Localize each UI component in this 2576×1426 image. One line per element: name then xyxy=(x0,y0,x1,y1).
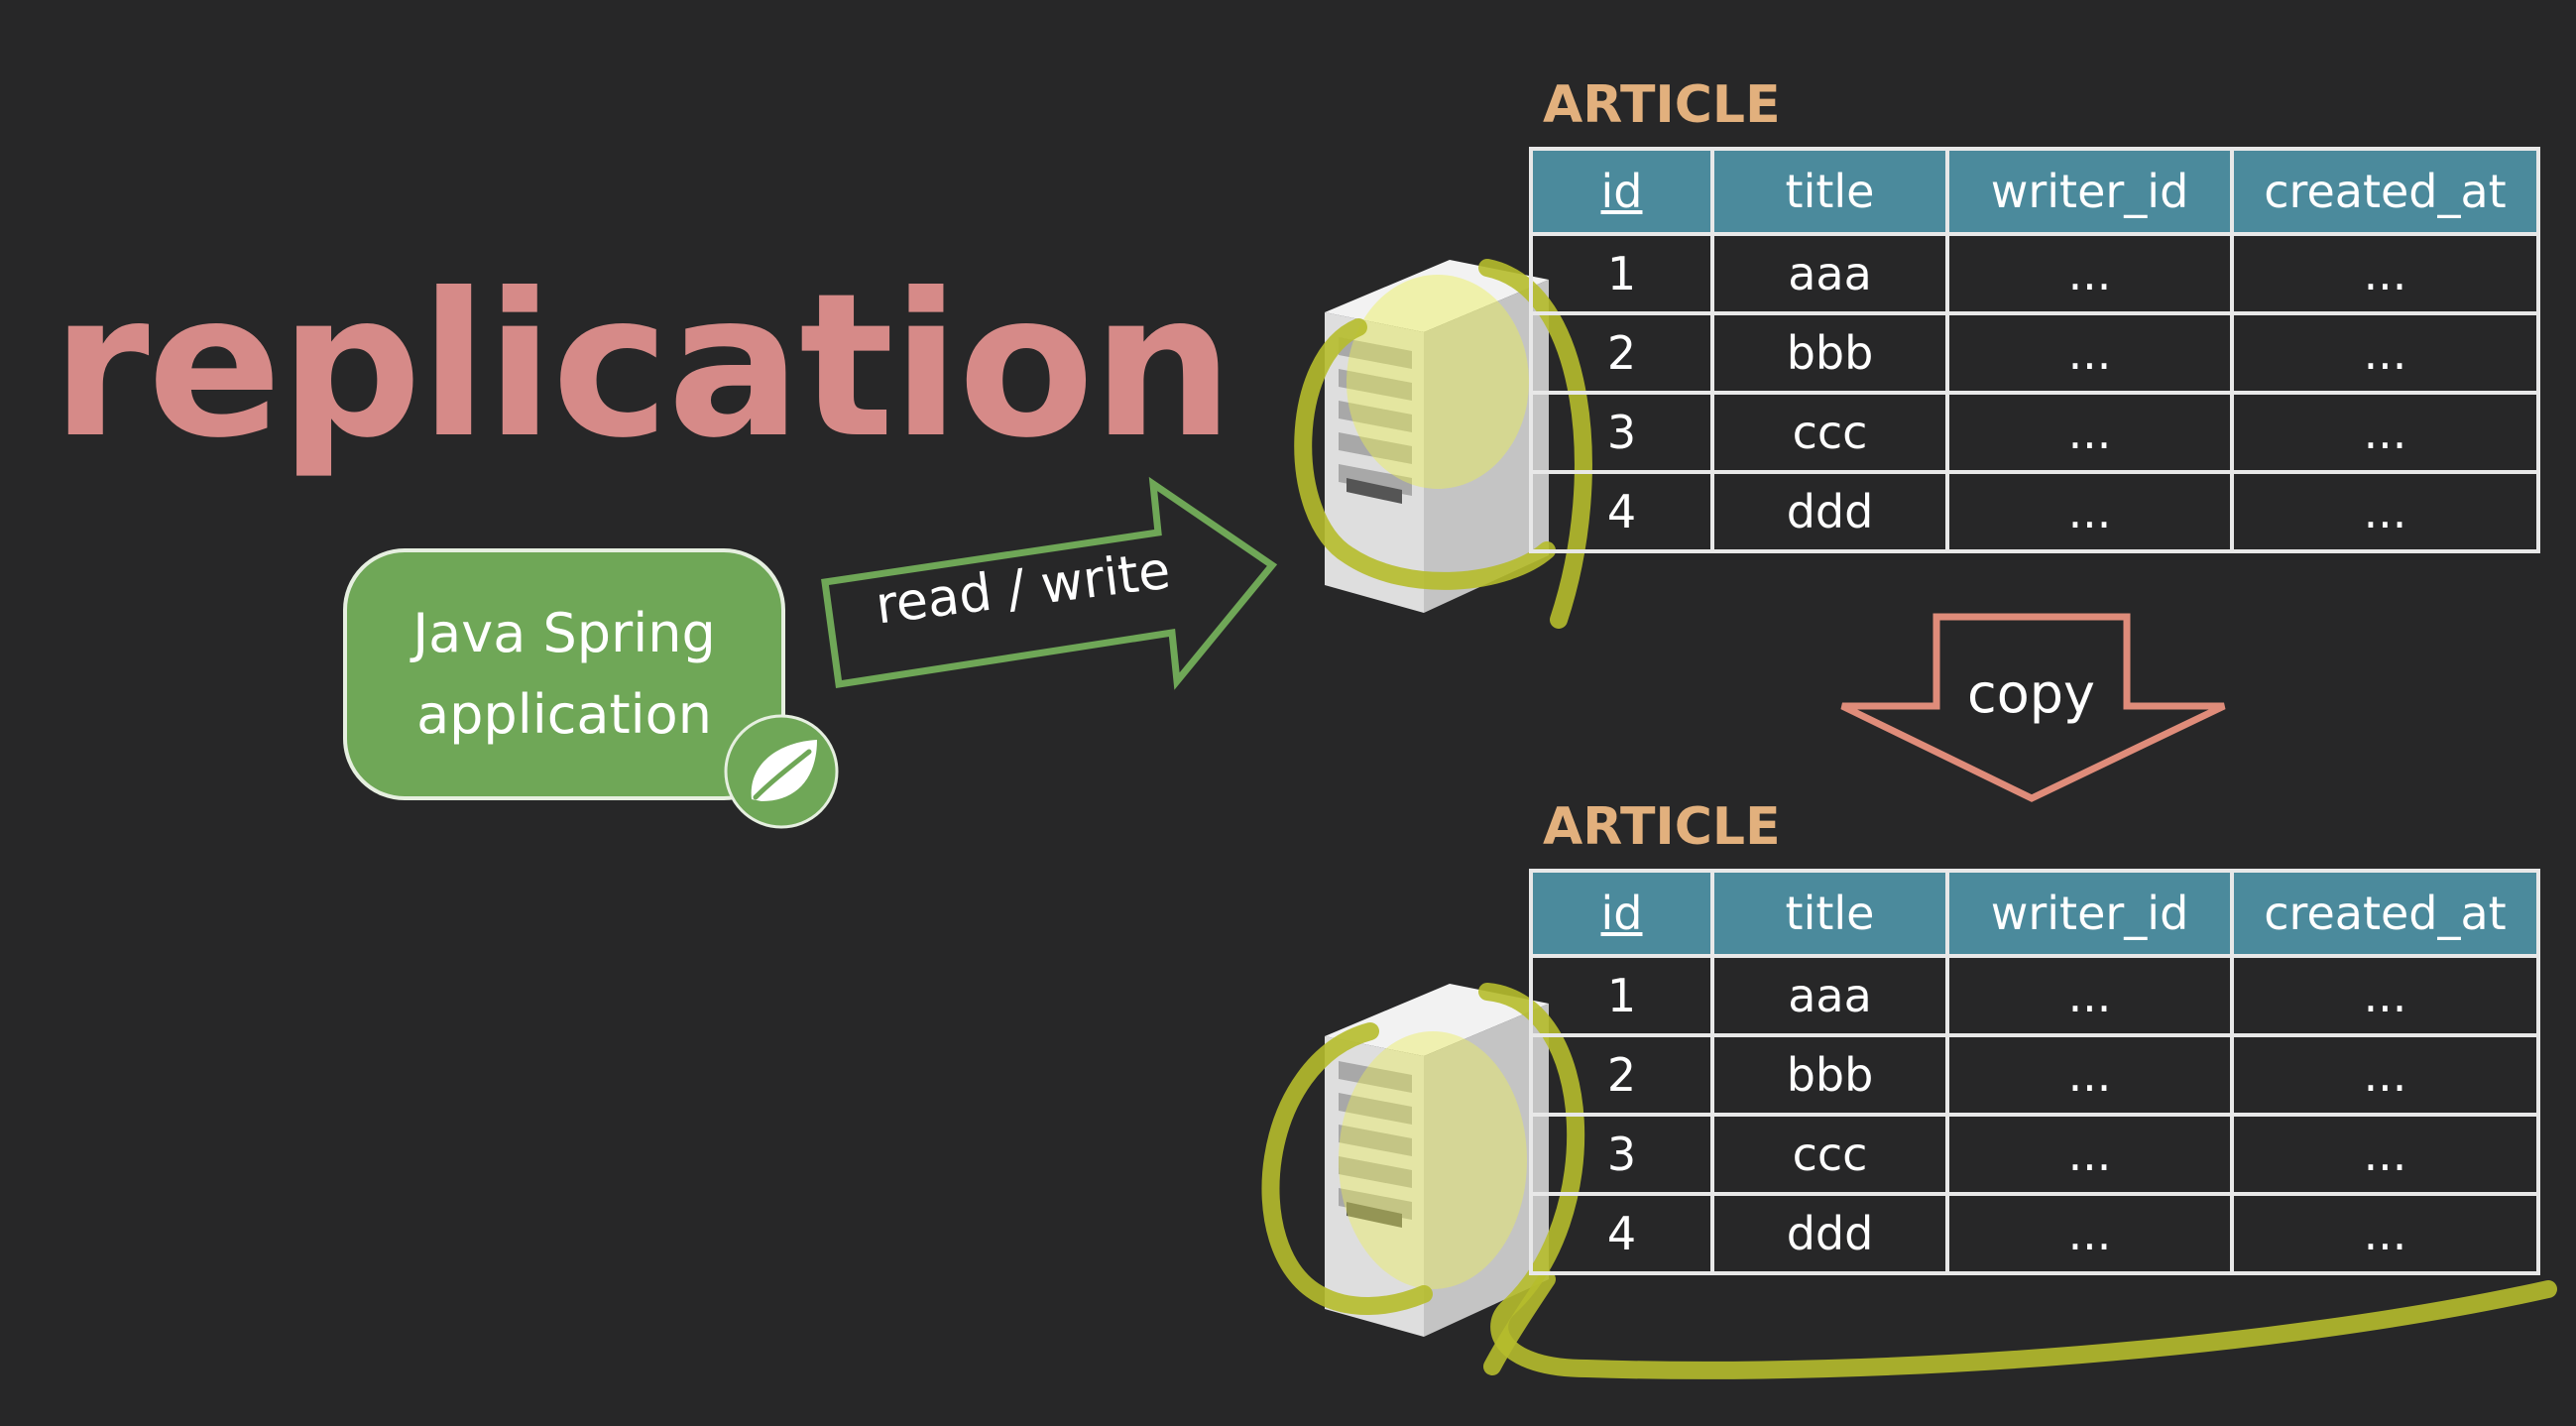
copy-label: copy xyxy=(1967,662,2095,725)
table-row: 3 ccc ... ... xyxy=(1529,1113,2540,1196)
table-cell: ... xyxy=(2230,1192,2540,1275)
column-header: created_at xyxy=(2230,869,2540,958)
table-cell: ... xyxy=(2230,1033,2540,1117)
table-cell: ... xyxy=(1945,311,2234,395)
table-name-primary: ARTICLE xyxy=(1543,75,1781,135)
table-cell: ddd xyxy=(1710,1192,1949,1275)
table-cell: ... xyxy=(1945,1113,2234,1196)
table-cell: ... xyxy=(2230,470,2540,553)
table-cell: ... xyxy=(2230,391,2540,474)
table-cell: ccc xyxy=(1710,391,1949,474)
table-cell: ... xyxy=(1945,1192,2234,1275)
spring-leaf-icon xyxy=(724,714,839,829)
table-cell: 4 xyxy=(1529,1192,1714,1275)
table-cell: ... xyxy=(2230,1113,2540,1196)
table-row: 3 ccc ... ... xyxy=(1529,391,2540,474)
table-header-row: id title writer_id created_at xyxy=(1529,147,2540,236)
table-cell: ... xyxy=(1945,1033,2234,1117)
app-label-line2: application xyxy=(416,683,712,746)
table-cell: 1 xyxy=(1529,232,1714,315)
app-label-line1: Java Spring xyxy=(412,602,716,664)
column-header: writer_id xyxy=(1945,147,2234,236)
table-cell: 1 xyxy=(1529,954,1714,1037)
column-header: created_at xyxy=(2230,147,2540,236)
java-spring-app-box: Java Spring application xyxy=(343,548,785,800)
column-header: id xyxy=(1529,869,1714,958)
column-header: id xyxy=(1529,147,1714,236)
table-cell: ... xyxy=(2230,232,2540,315)
table-row: 1 aaa ... ... xyxy=(1529,954,2540,1037)
column-header: title xyxy=(1710,869,1949,958)
table-row: 4 ddd ... ... xyxy=(1529,1192,2540,1275)
table-cell: ... xyxy=(2230,954,2540,1037)
table-row: 2 bbb ... ... xyxy=(1529,1033,2540,1117)
page-title: replication xyxy=(52,251,1233,482)
table-row: 1 aaa ... ... xyxy=(1529,232,2540,315)
article-table-replica: id title writer_id created_at 1 aaa ... … xyxy=(1529,869,2540,1275)
table-cell: aaa xyxy=(1710,954,1949,1037)
table-cell: 3 xyxy=(1529,391,1714,474)
column-header: title xyxy=(1710,147,1949,236)
column-header: writer_id xyxy=(1945,869,2234,958)
table-cell: ddd xyxy=(1710,470,1949,553)
table-row: 2 bbb ... ... xyxy=(1529,311,2540,395)
article-table-primary: id title writer_id created_at 1 aaa ... … xyxy=(1529,147,2540,553)
table-cell: bbb xyxy=(1710,1033,1949,1117)
table-cell: 2 xyxy=(1529,311,1714,395)
table-cell: 2 xyxy=(1529,1033,1714,1117)
table-cell: ... xyxy=(2230,311,2540,395)
table-cell: ... xyxy=(1945,232,2234,315)
table-cell: 3 xyxy=(1529,1113,1714,1196)
table-cell: ccc xyxy=(1710,1113,1949,1196)
table-cell: 4 xyxy=(1529,470,1714,553)
table-row: 4 ddd ... ... xyxy=(1529,470,2540,553)
table-cell: aaa xyxy=(1710,232,1949,315)
table-name-replica: ARTICLE xyxy=(1543,797,1781,857)
table-cell: ... xyxy=(1945,470,2234,553)
table-header-row: id title writer_id created_at xyxy=(1529,869,2540,958)
table-cell: bbb xyxy=(1710,311,1949,395)
table-cell: ... xyxy=(1945,954,2234,1037)
table-cell: ... xyxy=(1945,391,2234,474)
